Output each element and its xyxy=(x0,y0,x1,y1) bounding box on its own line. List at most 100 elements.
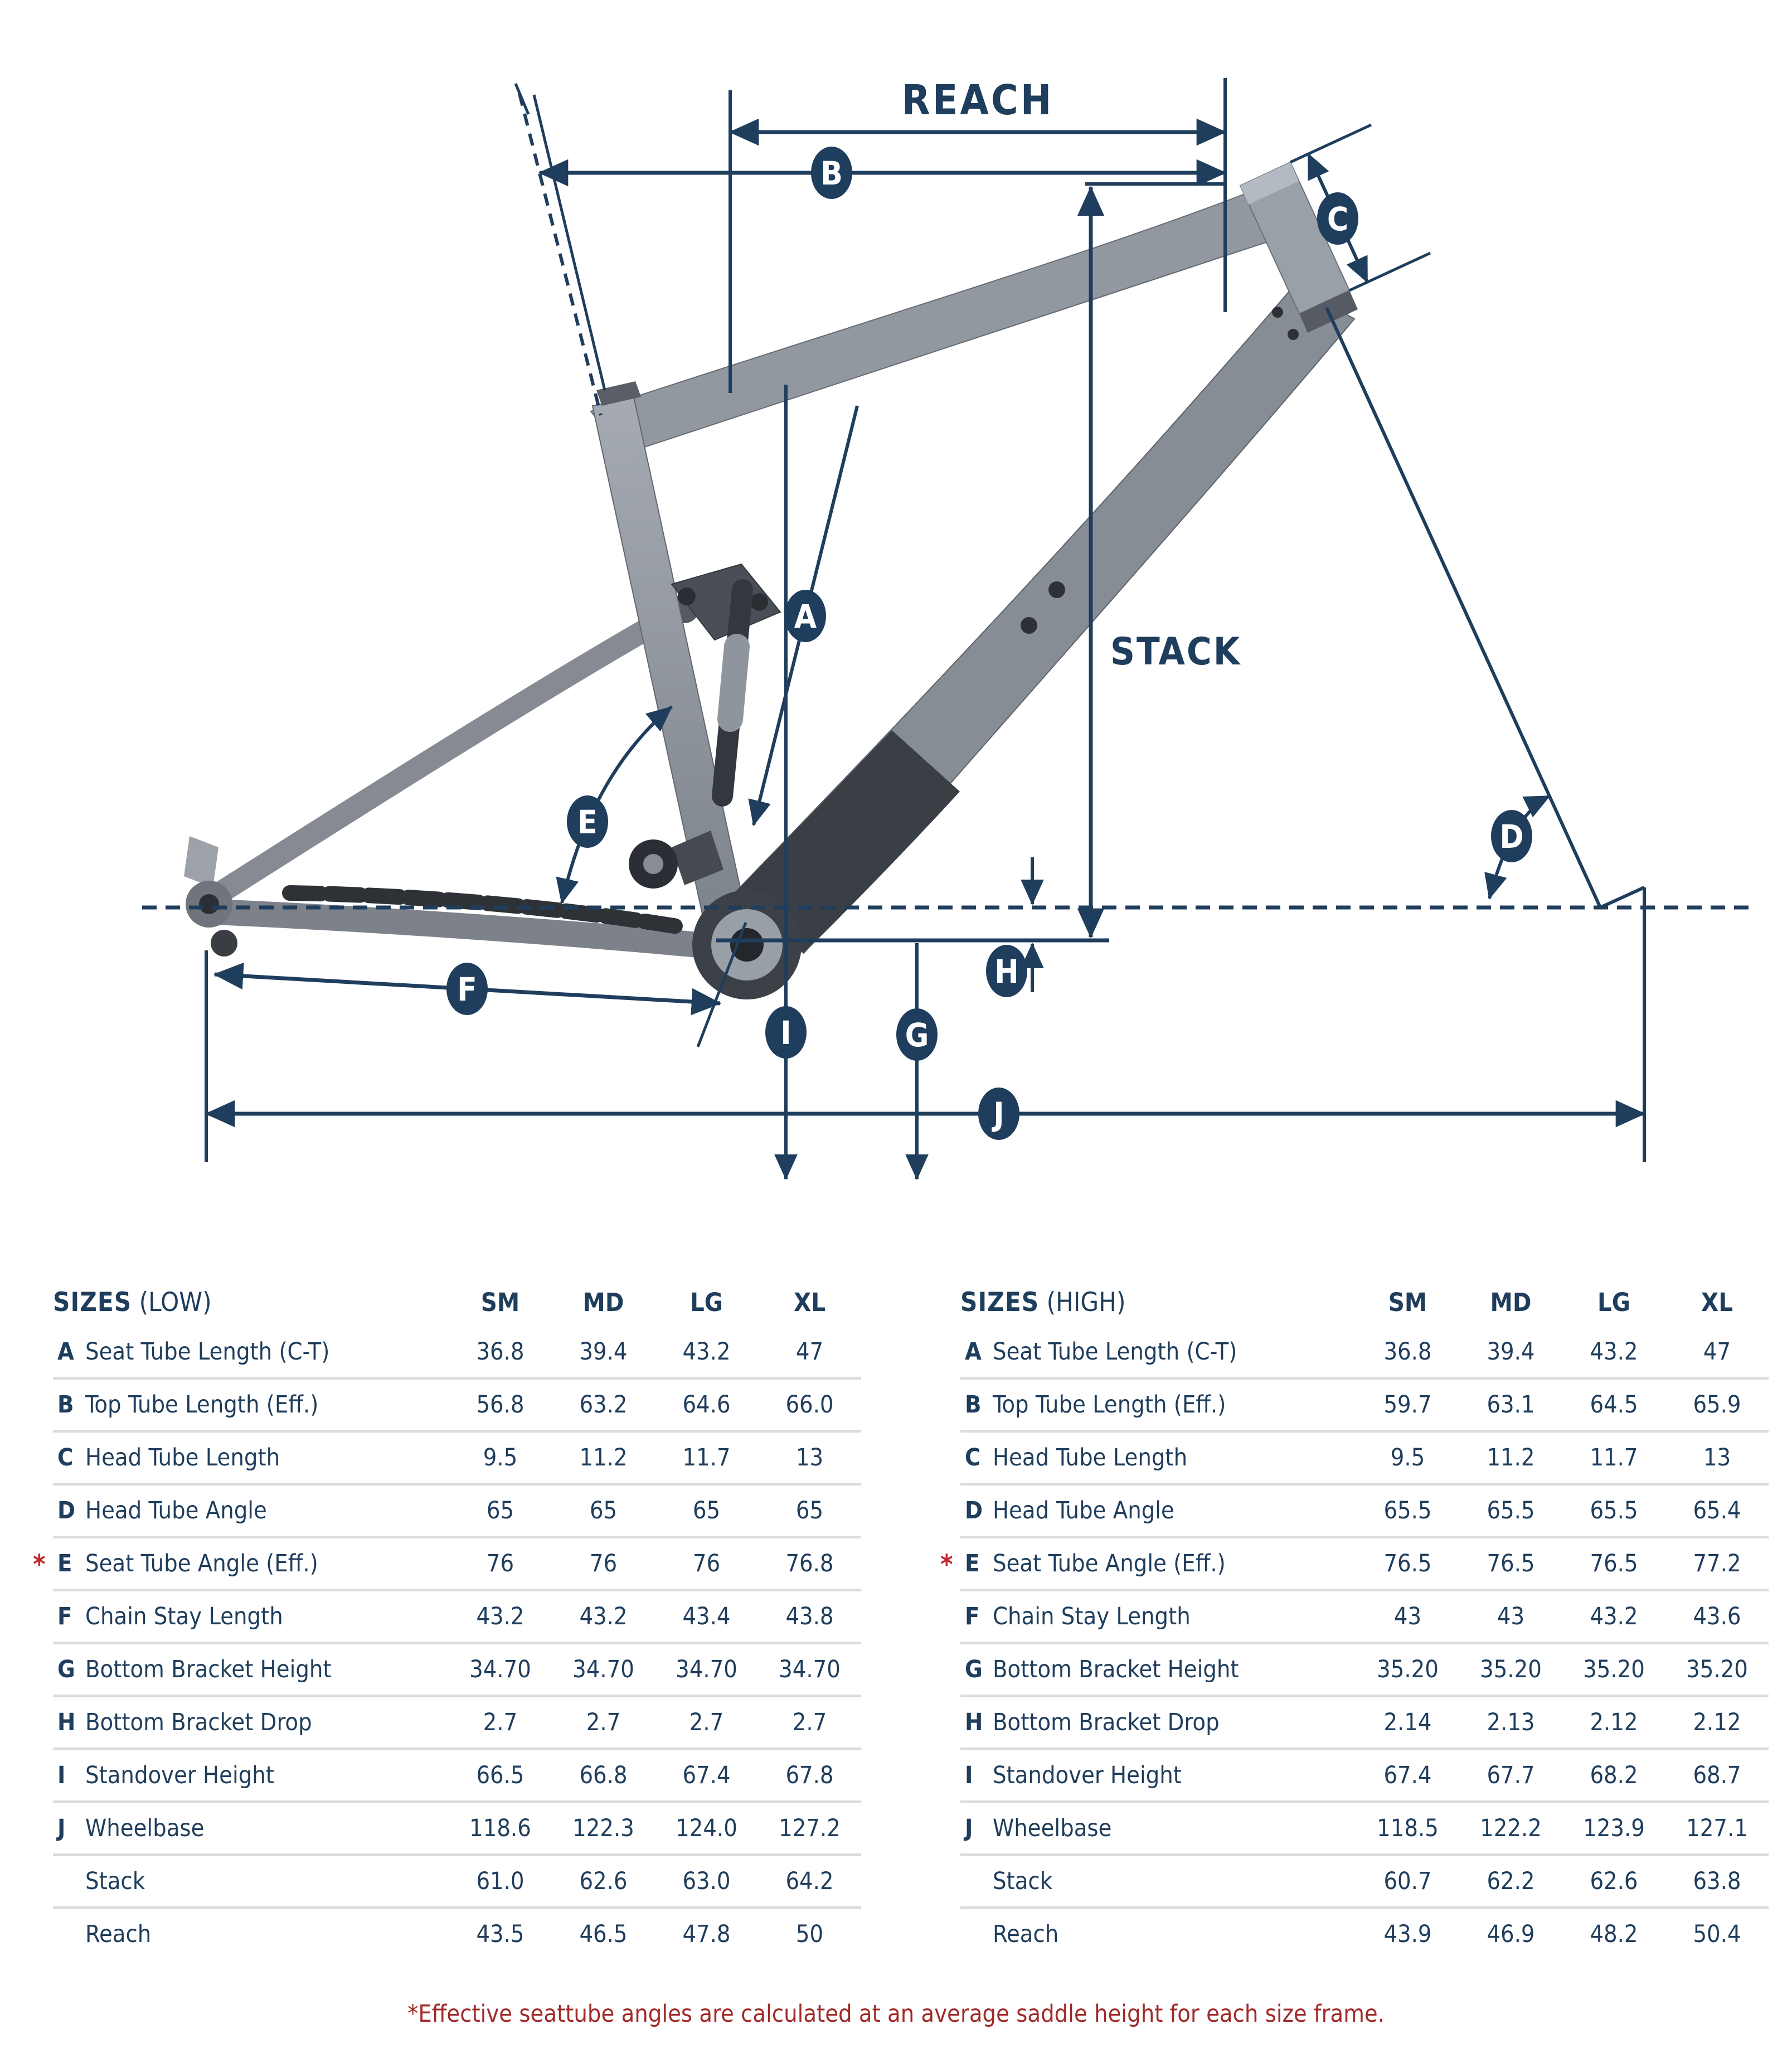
row-value-md: 62.2 xyxy=(1487,1867,1535,1895)
row-value-lg: 63.0 xyxy=(682,1867,731,1895)
table-row: J Wheelbase 118.6 122.3 124.0 127.2 xyxy=(53,1803,861,1856)
cable-port-1 xyxy=(1272,307,1283,318)
headtube-witness-top xyxy=(1289,123,1372,164)
row-value-md: 46.9 xyxy=(1487,1920,1535,1948)
headtube-witness-bottom xyxy=(1348,251,1431,292)
row-letter: C xyxy=(57,1444,74,1472)
row-value-lg: 11.7 xyxy=(1590,1444,1638,1472)
row-value-sm: 43.2 xyxy=(476,1603,525,1630)
row-value-lg: 68.2 xyxy=(1590,1761,1638,1789)
row-letter: J xyxy=(57,1814,66,1842)
geometry-tables: SIZES (LOW) SM MD LG XL A Seat Tube Leng… xyxy=(33,1278,1769,1959)
row-letter: D xyxy=(965,1497,983,1525)
svg-text:I: I xyxy=(780,1014,791,1052)
row-value-md: 34.70 xyxy=(572,1656,634,1683)
svg-text:F: F xyxy=(457,970,477,1008)
row-value-sm: 118.5 xyxy=(1377,1814,1439,1842)
row-label: Standover Height xyxy=(993,1761,1182,1789)
row-label: Reach xyxy=(993,1920,1059,1948)
marker-bb-height: G xyxy=(896,1008,938,1061)
chainstay-protector xyxy=(282,885,685,934)
row-label: Reach xyxy=(85,1920,152,1948)
row-value-xl: 65.4 xyxy=(1693,1497,1741,1525)
row-label: Seat Tube Length (C-T) xyxy=(993,1338,1237,1366)
row-letter: G xyxy=(965,1656,983,1683)
column-header-lg: LG xyxy=(689,1287,723,1317)
row-letter: F xyxy=(965,1603,980,1630)
table-row: D Head Tube Angle 65.5 65.5 65.5 65.4 xyxy=(960,1486,1769,1538)
table-row: G Bottom Bracket Height 35.20 35.20 35.2… xyxy=(960,1644,1769,1697)
row-value-lg: 35.20 xyxy=(1583,1656,1645,1683)
row-value-xl: 47 xyxy=(1703,1338,1731,1366)
row-label: Head Tube Length xyxy=(993,1444,1188,1472)
row-letter: H xyxy=(57,1708,76,1736)
row-letter: D xyxy=(57,1497,76,1525)
row-value-lg: 2.12 xyxy=(1590,1708,1638,1736)
row-letter: J xyxy=(965,1814,973,1842)
table-row: D Head Tube Angle 65 65 65 65 xyxy=(53,1486,861,1538)
row-label: Top Tube Length (Eff.) xyxy=(85,1391,319,1419)
row-value-sm: 43 xyxy=(1393,1603,1422,1630)
row-value-md: 65.5 xyxy=(1487,1497,1535,1525)
table-rows: A Seat Tube Length (C-T) 36.8 39.4 43.2 … xyxy=(940,1327,1769,1959)
row-value-xl: 50 xyxy=(795,1920,824,1948)
dimension-markers: A B C D E F G H I J xyxy=(446,147,1532,1140)
row-value-sm: 2.7 xyxy=(483,1708,518,1736)
column-header-xl: XL xyxy=(1701,1287,1733,1317)
row-value-lg: 43.2 xyxy=(1590,1603,1638,1630)
row-value-sm: 36.8 xyxy=(1383,1338,1432,1366)
row-label: Chain Stay Length xyxy=(993,1603,1191,1630)
row-value-sm: 65.5 xyxy=(1383,1497,1432,1525)
table-row: G Bottom Bracket Height 34.70 34.70 34.7… xyxy=(53,1644,861,1697)
table-row: A Seat Tube Length (C-T) 36.8 39.4 43.2 … xyxy=(53,1327,861,1380)
row-label: Top Tube Length (Eff.) xyxy=(993,1391,1226,1419)
row-value-xl: 64.2 xyxy=(785,1867,834,1895)
row-value-lg: 48.2 xyxy=(1590,1920,1638,1948)
row-value-md: 2.7 xyxy=(586,1708,621,1736)
column-header-sm: SM xyxy=(480,1287,520,1317)
geometry-svg: REACH STACK A B C D E F G H I J xyxy=(142,76,1756,1180)
row-value-md: 11.2 xyxy=(1487,1444,1535,1472)
row-value-lg: 64.5 xyxy=(1590,1391,1638,1419)
table-row: J Wheelbase 118.5 122.2 123.9 127.1 xyxy=(960,1803,1769,1856)
row-label: Bottom Bracket Drop xyxy=(85,1708,312,1736)
table-row: I Standover Height 67.4 67.7 68.2 68.7 xyxy=(960,1750,1769,1803)
row-value-lg: 124.0 xyxy=(676,1814,737,1842)
table-row: F Chain Stay Length 43.2 43.2 43.4 43.8 xyxy=(53,1591,861,1644)
table-row: * E Seat Tube Angle (Eff.) 76.5 76.5 76.… xyxy=(940,1538,1769,1591)
table-row: * E Seat Tube Angle (Eff.) 76 76 76 76.8 xyxy=(33,1538,861,1591)
table-row: Stack 61.0 62.6 63.0 64.2 xyxy=(53,1856,861,1909)
svg-text:B: B xyxy=(820,154,843,192)
row-label: Standover Height xyxy=(85,1761,274,1789)
row-value-sm: 43.5 xyxy=(476,1920,525,1948)
row-value-md: 2.13 xyxy=(1487,1708,1535,1736)
frame-geometry-diagram: REACH STACK A B C D E F G H I J xyxy=(142,76,1756,1180)
row-value-sm: 36.8 xyxy=(476,1338,525,1366)
marker-standover: I xyxy=(765,1006,807,1059)
row-value-lg: 62.6 xyxy=(1590,1867,1638,1895)
row-value-sm: 59.7 xyxy=(1383,1391,1432,1419)
row-value-xl: 13 xyxy=(1703,1444,1731,1472)
idler-pulley-center xyxy=(643,854,663,874)
row-value-sm: 56.8 xyxy=(476,1391,525,1419)
row-value-md: 122.2 xyxy=(1480,1814,1542,1842)
table-row: H Bottom Bracket Drop 2.14 2.13 2.12 2.1… xyxy=(960,1697,1769,1750)
row-value-lg: 67.4 xyxy=(682,1761,731,1789)
row-value-md: 76 xyxy=(589,1550,618,1577)
row-value-md: 46.5 xyxy=(579,1920,628,1948)
row-value-xl: 127.1 xyxy=(1686,1814,1748,1842)
seat-extension-cap xyxy=(514,83,530,115)
table-row: B Top Tube Length (Eff.) 56.8 63.2 64.6 … xyxy=(53,1380,861,1433)
row-value-lg: 43.4 xyxy=(682,1603,731,1630)
row-letter: I xyxy=(965,1761,973,1789)
marker-seat-tube-length: A xyxy=(785,590,826,642)
table-title: SIZES (HIGH) xyxy=(960,1287,1356,1318)
row-letter: I xyxy=(57,1761,66,1789)
row-value-lg: 11.7 xyxy=(682,1444,731,1472)
row-label: Stack xyxy=(85,1867,145,1895)
table-row: H Bottom Bracket Drop 2.7 2.7 2.7 2.7 xyxy=(53,1697,861,1750)
row-value-lg: 64.6 xyxy=(682,1391,731,1419)
row-value-xl: 2.7 xyxy=(792,1708,827,1736)
row-value-xl: 63.8 xyxy=(1693,1867,1741,1895)
row-asterisk: * xyxy=(940,1549,953,1581)
